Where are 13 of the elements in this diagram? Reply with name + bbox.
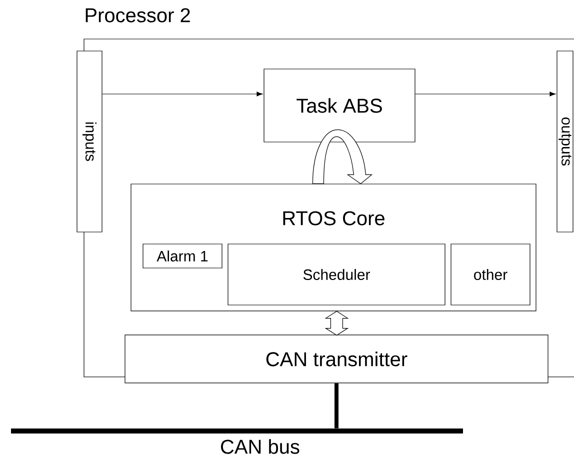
node-label: Processor 2 — [86, 8, 190, 22]
port-box: inputs — [76, 50, 102, 232]
module-box: other — [450, 244, 530, 306]
port-box: outputs — [556, 50, 574, 232]
process-box: Task ABS — [264, 68, 416, 142]
process-box: CAN transmitter — [124, 334, 548, 384]
arrow — [324, 310, 349, 336]
arrow — [415, 92, 556, 96]
arrow — [312, 129, 372, 184]
arrow — [102, 92, 263, 96]
bus-line: CAN bus — [11, 428, 463, 454]
module-box: Alarm 1 — [142, 244, 222, 268]
module-box: Scheduler — [228, 244, 446, 306]
